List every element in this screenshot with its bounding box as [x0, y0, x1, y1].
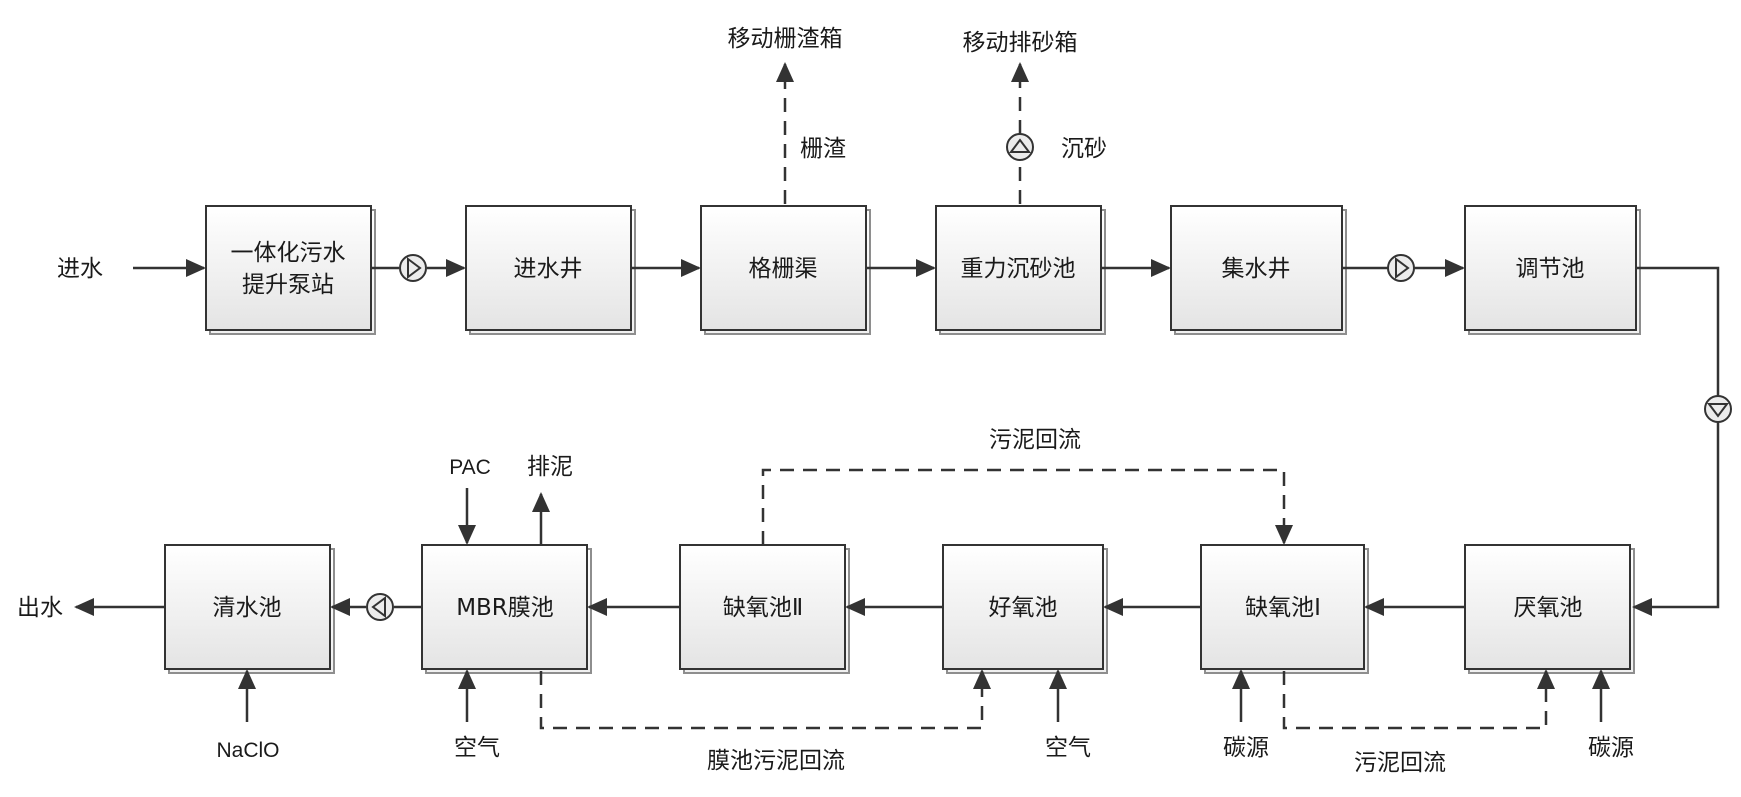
anoxic-tank-1-box: 缺氧池Ⅰ — [1200, 544, 1369, 674]
lift-station-label-2: 提升泵站 — [242, 272, 334, 298]
anaerobic-tank-label: 厌氧池 — [1514, 595, 1583, 621]
naclo-label: NaClO — [216, 739, 279, 762]
aerobic-tank-label: 好氧池 — [989, 595, 1058, 621]
sludge-return-bottom-label: 污泥回流 — [1354, 750, 1446, 776]
mbr-tank-label: MBR膜池 — [456, 595, 554, 621]
mbr-tank-box: MBR膜池 — [421, 544, 592, 674]
grit-label: 沉砂 — [1061, 136, 1107, 162]
regulating-tank-box: 调节池 — [1464, 205, 1641, 335]
pump-icon — [399, 254, 427, 282]
grit-chamber-box: 重力沉砂池 — [935, 205, 1106, 335]
sludge-return-top-label: 污泥回流 — [989, 427, 1081, 453]
water-out-label: 出水 — [17, 595, 63, 621]
clear-water-tank-label: 清水池 — [213, 595, 282, 621]
pump-icon — [1006, 133, 1034, 161]
air-mbr-label: 空气 — [454, 735, 500, 761]
membrane-sludge-return-label: 膜池污泥回流 — [707, 748, 845, 774]
aerobic-tank-box: 好氧池 — [942, 544, 1108, 674]
grille-channel-label: 格栅渠 — [749, 256, 818, 282]
anoxic-tank-2-box: 缺氧池Ⅱ — [679, 544, 850, 674]
grit-chamber-label: 重力沉砂池 — [961, 256, 1076, 282]
membrane-sludge-return-dashed — [539, 669, 991, 730]
pump-icon — [366, 593, 394, 621]
inlet-well-label: 进水井 — [514, 256, 583, 282]
anoxic-tank-1-label: 缺氧池Ⅰ — [1245, 595, 1321, 621]
to-anaerobic-arrow — [1632, 422, 1720, 616]
clear-water-tank-box: 清水池 — [164, 544, 335, 674]
air-aerobic-label: 空气 — [1045, 735, 1091, 761]
inlet-well-box: 进水井 — [465, 205, 636, 335]
pump-icon — [1387, 254, 1415, 282]
grit-box-label: 移动排砂箱 — [963, 30, 1078, 56]
grille-channel-box: 格栅渠 — [700, 205, 871, 335]
regulating-tank-label: 调节池 — [1516, 256, 1585, 282]
collection-well-label: 集水井 — [1222, 256, 1291, 282]
sludge-return-top-dashed — [761, 468, 1293, 545]
anoxic-tank-2-label: 缺氧池Ⅱ — [723, 595, 803, 621]
lift-station-box: 一体化污水 提升泵站 — [205, 205, 376, 335]
pac-label: PAC — [449, 456, 491, 479]
pump-icon — [1704, 395, 1732, 423]
water-in-label: 进水 — [57, 256, 103, 282]
anaerobic-tank-box: 厌氧池 — [1464, 544, 1635, 674]
carbon-source-anaerobic-label: 碳源 — [1588, 735, 1634, 761]
lift-station-label-1: 一体化污水 — [231, 240, 346, 266]
collection-well-box: 集水井 — [1170, 205, 1347, 335]
screenings-label: 栅渣 — [800, 136, 846, 162]
regulating-down-line — [1636, 266, 1720, 396]
carbon-source-anoxic-label: 碳源 — [1223, 735, 1269, 761]
sludge-discharge-label: 排泥 — [527, 454, 573, 480]
sludge-return-bottom-dashed — [1282, 669, 1555, 730]
screenings-box-label: 移动栅渣箱 — [728, 26, 843, 52]
